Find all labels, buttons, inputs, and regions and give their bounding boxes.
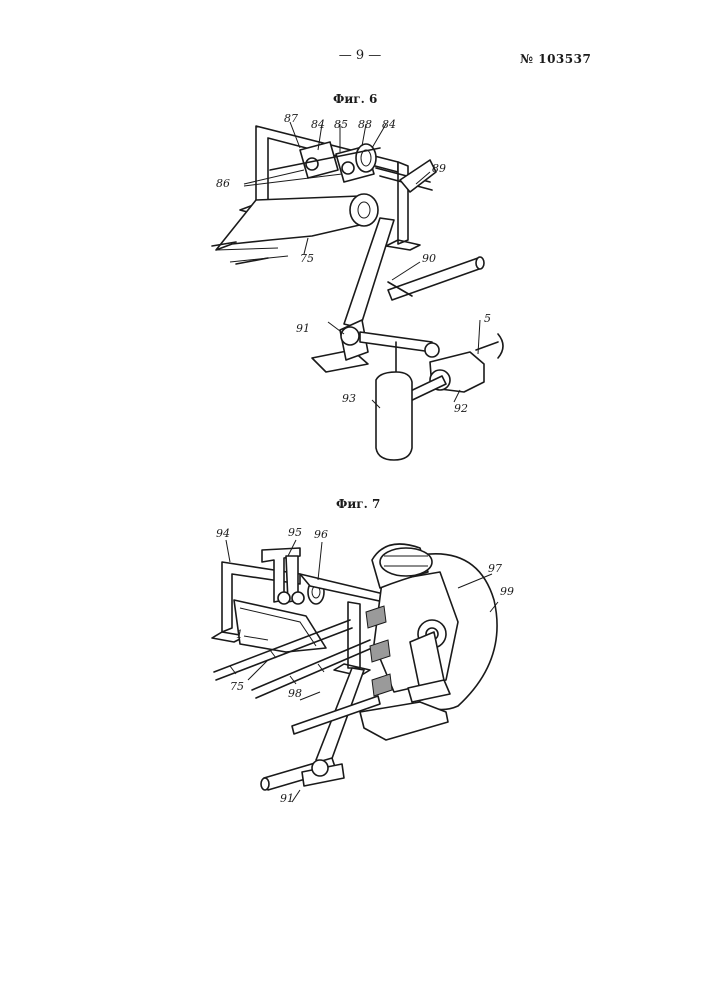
label-92: 92 bbox=[454, 402, 468, 415]
label-84: 84 bbox=[311, 118, 325, 131]
label-95: 95 bbox=[288, 526, 302, 539]
label-5: 5 bbox=[484, 312, 491, 325]
label-1: 1 bbox=[236, 628, 243, 641]
label-93: 93 bbox=[342, 392, 356, 405]
label-96: 96 bbox=[314, 528, 328, 541]
label-75: 75 bbox=[230, 680, 244, 693]
label-98: 98 bbox=[288, 687, 302, 700]
label-97: 97 bbox=[488, 562, 502, 575]
label-86: 86 bbox=[216, 177, 230, 190]
label-91: 91 bbox=[296, 322, 310, 335]
label-84b: 84 bbox=[382, 118, 396, 131]
label-94: 94 bbox=[216, 527, 230, 540]
label-91: 91 bbox=[280, 792, 294, 805]
label-85: 85 bbox=[334, 118, 348, 131]
figure-7-drawing bbox=[212, 540, 498, 802]
label-75: 75 bbox=[300, 252, 314, 265]
label-89: 89 bbox=[432, 162, 446, 175]
label-88: 88 bbox=[358, 118, 372, 131]
label-90: 90 bbox=[422, 252, 436, 265]
label-87: 87 bbox=[284, 112, 298, 125]
label-99: 99 bbox=[500, 585, 514, 598]
